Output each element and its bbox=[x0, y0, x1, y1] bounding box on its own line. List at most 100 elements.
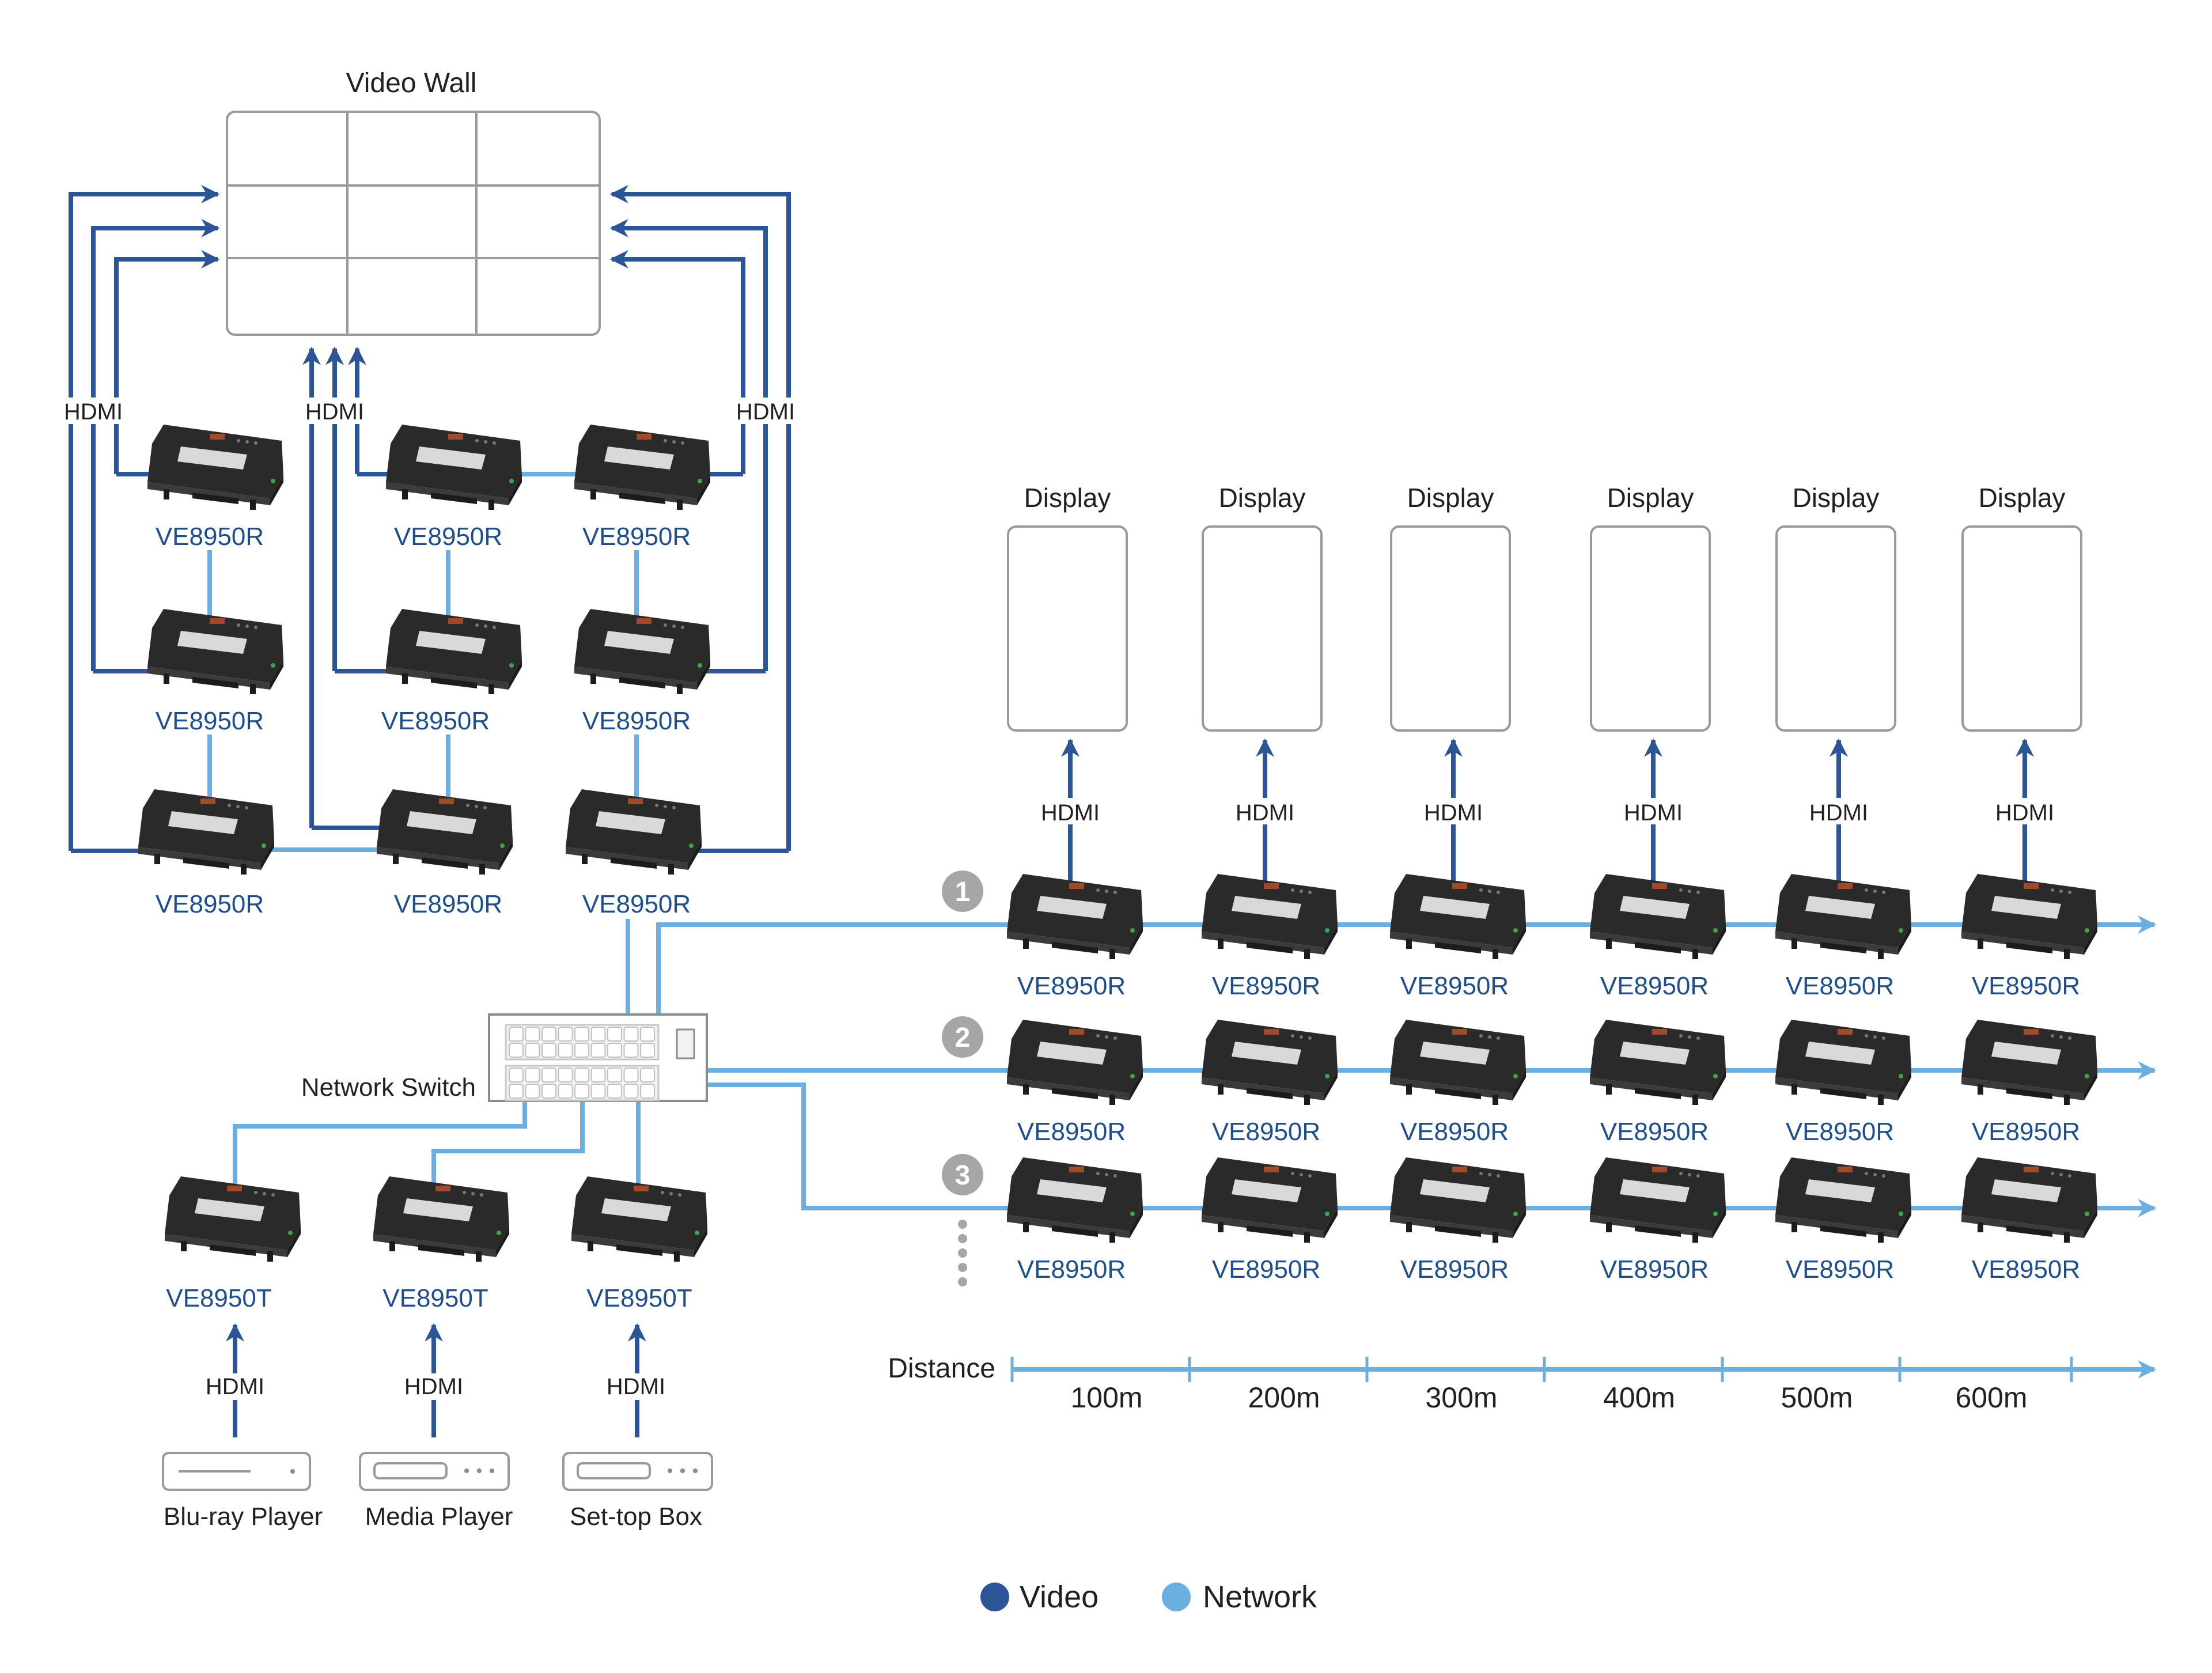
switch-port-icon bbox=[623, 1068, 639, 1082]
switch-port-icon bbox=[525, 1027, 540, 1042]
hdmi-label: HDMI bbox=[607, 1374, 665, 1399]
chain-number-badge bbox=[942, 1016, 983, 1058]
switch-port-icon bbox=[607, 1068, 622, 1082]
model-label: VE8950R bbox=[582, 707, 691, 735]
model-label: VE8950R bbox=[1786, 972, 1894, 1000]
display-label: Display bbox=[1607, 483, 1694, 513]
display-row: DisplayHDMIDisplayHDMIDisplayHDMIDisplay… bbox=[1007, 483, 2082, 884]
model-label: VE8950R bbox=[1400, 1255, 1509, 1284]
wall-receiver: VE8950R bbox=[147, 609, 283, 735]
switch-port-icon bbox=[558, 1068, 573, 1082]
wall-receiver: VE8950R bbox=[147, 425, 283, 551]
chain-receiver: VE8950R bbox=[1961, 1020, 2097, 1146]
chain-receiver: VE8950R bbox=[1390, 874, 1526, 1000]
transmitter-device-icon bbox=[373, 1176, 509, 1262]
switch-port-icon bbox=[623, 1027, 639, 1042]
model-label: VE8950R bbox=[1400, 972, 1509, 1000]
switch-port-icon bbox=[541, 1043, 556, 1058]
distance-tick-label: 400m bbox=[1603, 1381, 1675, 1414]
model-label: VE8950R bbox=[582, 523, 691, 551]
chain-receiver: VE8950R bbox=[1202, 874, 1338, 1000]
source-label: Set-top Box bbox=[570, 1502, 702, 1531]
model-label: VE8950R bbox=[1786, 1255, 1894, 1284]
receiver-device-icon bbox=[1202, 874, 1338, 959]
wall-receiver: VE8950R bbox=[574, 609, 710, 735]
network-link bbox=[431, 1102, 585, 1198]
hdmi-label: HDMI bbox=[1236, 800, 1294, 826]
hdmi-label: HDMI bbox=[404, 1374, 463, 1399]
model-label: VE8950R bbox=[1972, 1255, 2080, 1284]
transmitter-model-label: VE8950T bbox=[586, 1284, 692, 1312]
receiver-device-icon bbox=[1961, 1020, 2097, 1105]
receiver-device-icon bbox=[386, 425, 522, 510]
chain-receiver: VE8950R bbox=[1961, 1157, 2097, 1284]
receiver-device-icon bbox=[1775, 1020, 1911, 1105]
transmitter-model-label: VE8950T bbox=[166, 1284, 271, 1312]
source-label: Media Player bbox=[365, 1502, 513, 1531]
chain-number: 3 bbox=[955, 1160, 971, 1191]
chain-receiver: VE8950R bbox=[1007, 1020, 1143, 1146]
video-wall bbox=[226, 111, 601, 336]
model-label: VE8950R bbox=[582, 890, 691, 918]
chain-receiver: VE8950R bbox=[1202, 1020, 1338, 1146]
receiver-device-icon bbox=[574, 425, 710, 510]
switch-port-icon bbox=[525, 1068, 540, 1082]
receiver-device-icon bbox=[147, 609, 283, 694]
display-screen-icon bbox=[1590, 525, 1711, 732]
chain-number-badge bbox=[942, 870, 983, 912]
display-screen-icon bbox=[1961, 525, 2082, 732]
chain-receiver: VE8950R bbox=[1202, 1157, 1338, 1284]
switch-port-icon bbox=[590, 1084, 606, 1099]
receiver-device-icon bbox=[1390, 1157, 1526, 1243]
model-label: VE8950R bbox=[1972, 1118, 2080, 1146]
legend: Video Network bbox=[980, 1580, 1317, 1614]
hdmi-label: HDMI bbox=[1424, 800, 1483, 826]
display-screen-icon bbox=[1775, 525, 1896, 732]
chain-receiver: VE8950R bbox=[1007, 1157, 1143, 1284]
switch-port-icon bbox=[590, 1043, 606, 1058]
switch-port-icon bbox=[574, 1043, 589, 1058]
receiver-device-icon bbox=[1390, 1020, 1526, 1105]
distance-tick-label: 500m bbox=[1781, 1381, 1853, 1414]
transmitter-device-icon bbox=[165, 1176, 301, 1262]
more-chains-ellipsis-icon bbox=[958, 1220, 967, 1286]
display-label: Display bbox=[1024, 483, 1111, 513]
wall-receiver: VE8950R bbox=[138, 789, 274, 918]
switch-port-icon bbox=[607, 1043, 622, 1058]
model-label: VE8950R bbox=[1600, 1255, 1709, 1284]
hdmi-link bbox=[609, 219, 768, 671]
legend-item-network: Network bbox=[1162, 1580, 1317, 1614]
model-label: VE8950R bbox=[1017, 972, 1126, 1000]
chain-receiver: VE8950R bbox=[1007, 874, 1143, 1000]
network-link bbox=[233, 1102, 527, 1198]
wall-receiver: VE8950R bbox=[377, 789, 513, 918]
chain-receiver: VE8950R bbox=[1775, 1157, 1911, 1284]
receiver-device-icon bbox=[1590, 874, 1726, 959]
hdmi-link bbox=[69, 185, 220, 851]
receiver-device-icon bbox=[1390, 874, 1526, 959]
receiver-device-icon bbox=[1202, 1020, 1338, 1105]
receiver-device-icon bbox=[1961, 1157, 2097, 1243]
switch-port-icon bbox=[525, 1043, 540, 1058]
model-label: VE8950R bbox=[156, 890, 264, 918]
hdmi-label: HDMI bbox=[305, 399, 364, 425]
hdmi-label: HDMI bbox=[206, 1374, 264, 1399]
receiver-device-icon bbox=[574, 609, 710, 694]
model-label: VE8950R bbox=[1212, 1255, 1320, 1284]
distance-tick-label: 300m bbox=[1425, 1381, 1497, 1414]
transmitter-device-icon bbox=[571, 1176, 707, 1262]
video-wall-title: Video Wall bbox=[346, 68, 477, 99]
switch-port-icon bbox=[509, 1084, 524, 1099]
model-label: VE8950R bbox=[1212, 1118, 1320, 1146]
source-column: VE8950T HDMI Blu-ray Player bbox=[162, 1176, 323, 1531]
receiver-device-icon bbox=[566, 789, 702, 875]
wall-network-links bbox=[207, 472, 639, 1019]
hdmi-label: HDMI bbox=[1624, 800, 1683, 826]
chain-number: 1 bbox=[955, 877, 971, 907]
chain-receiver: VE8950R bbox=[1590, 1157, 1726, 1284]
